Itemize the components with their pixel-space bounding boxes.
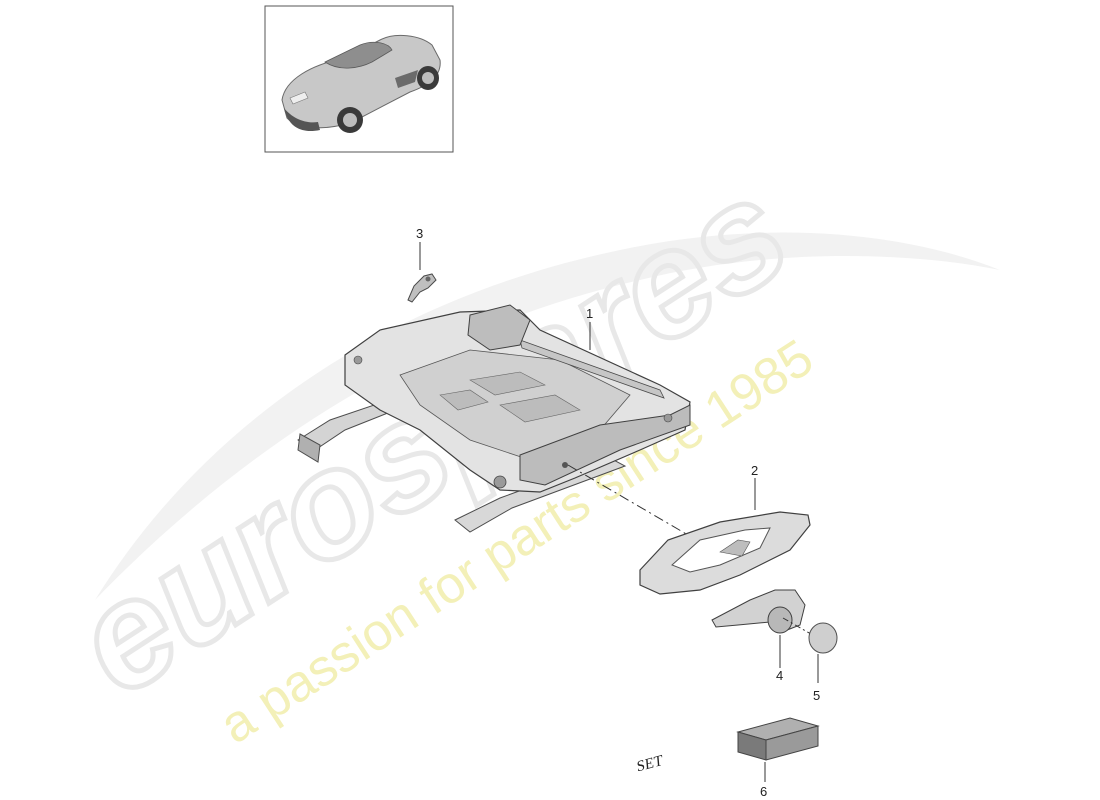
part-4-lever	[711, 589, 806, 634]
vehicle-thumbnail	[264, 5, 454, 153]
set-box-label: SET	[636, 753, 663, 776]
callout-6: 6	[760, 784, 767, 799]
callout-labels: 1 2 3 4 5 6	[416, 226, 820, 799]
assembly-line	[567, 464, 689, 536]
callout-leaders	[419, 242, 819, 782]
part-5-cap	[782, 617, 838, 654]
part-3-bracket	[407, 273, 437, 303]
part-6-set-box: SET	[636, 717, 820, 776]
callout-2: 2	[751, 463, 758, 478]
watermark-swoosh	[95, 232, 1000, 600]
part-2-side-trim	[639, 511, 811, 595]
part-1-seat-frame	[297, 304, 691, 533]
car-image	[281, 34, 441, 133]
callout-4: 4	[776, 668, 783, 683]
callout-1: 1	[586, 306, 593, 321]
callout-5: 5	[813, 688, 820, 703]
callout-3: 3	[416, 226, 423, 241]
